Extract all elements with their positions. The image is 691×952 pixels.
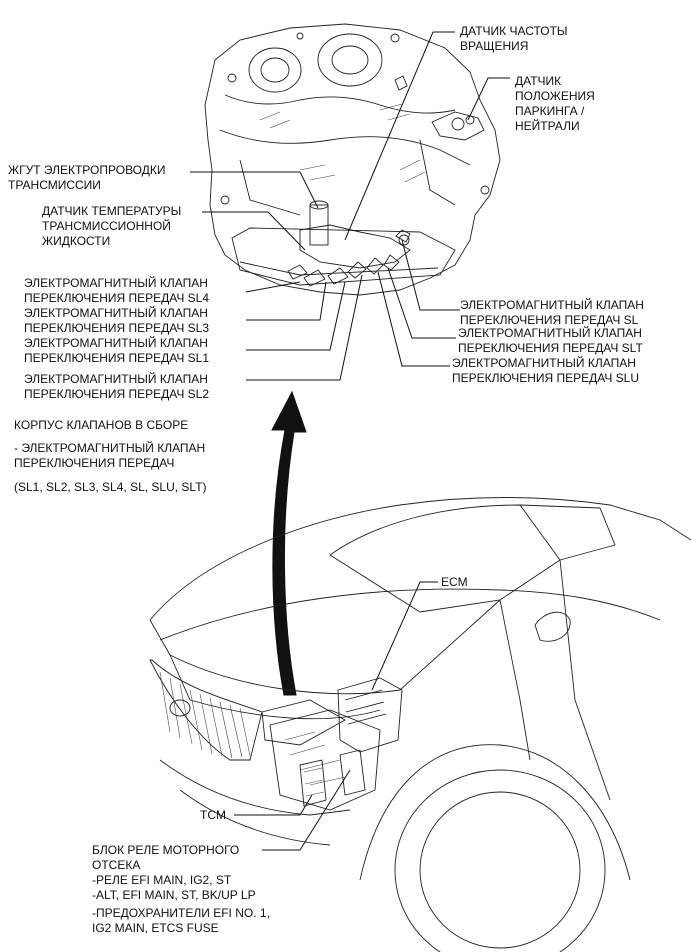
label-solenoid-sl: ЭЛЕКТРОМАГНИТНЫЙ КЛАПАН ПЕРЕКЛЮЧЕНИЯ ПЕР… [460,298,644,327]
label-fluid-temp-sensor: ДАТЧИК ТЕМПЕРАТУРЫ ТРАНСМИССИОННОЙ ЖИДКО… [42,204,182,248]
valve-body-item: - ЭЛЕКТРОМАГНИТНЫЙ КЛАПАН ПЕРЕКЛЮЧЕНИЯ П… [14,441,206,470]
label-solenoid-sl3: ЭЛЕКТРОМАГНИТНЫЙ КЛАПАН ПЕРЕКЛЮЧЕНИЯ ПЕР… [24,306,210,335]
valve-body-list: (SL1, SL2, SL3, SL4, SL, SLU, SLT) [14,480,207,494]
label-solenoid-slt: ЭЛЕКТРОМАГНИТНЫЙ КЛАПАН ПЕРЕКЛЮЧЕНИЯ ПЕР… [458,326,643,355]
label-ecm: ECM [441,575,468,589]
label-fuse-items: -ПРЕДОХРАНИТЕЛИ EFI NO. 1, IG2 MAIN, ETC… [92,906,270,935]
label-solenoid-sl1: ЭЛЕКТРОМАГНИТНЫЙ КЛАПАН ПЕРЕКЛЮЧЕНИЯ ПЕР… [24,336,210,365]
valve-body-title: КОРПУС КЛАПАНОВ В СБОРЕ [14,418,189,432]
suv-front-drawing [149,497,691,952]
transmission-drawing [204,23,501,296]
label-solenoid-sl2: ЭЛЕКТРОМАГНИТНЫЙ КЛАПАН ПЕРЕКЛЮЧЕНИЯ ПЕР… [24,372,210,401]
curved-up-arrow [271,390,307,696]
label-speed-sensor: ДАТЧИК ЧАСТОТЫ ВРАЩЕНИЯ [460,24,568,53]
label-relay-items: -РЕЛЕ EFI MAIN, IG2, ST -ALT, EFI MAIN, … [92,873,256,902]
transmission-leaders [190,31,510,381]
label-relay-block: БЛОК РЕЛЕ МОТОРНОГО ОТСЕКА [92,843,240,872]
vehicle-leaders [234,581,438,851]
label-solenoid-sl4: ЭЛЕКТРОМАГНИТНЫЙ КЛАПАН ПЕРЕКЛЮЧЕНИЯ ПЕР… [24,276,210,305]
label-tcm: TCM [200,808,226,822]
label-park-neutral-sensor: ДАТЧИК ПОЛОЖЕНИЯ ПАРКИНГА / НЕЙТРАЛИ [515,74,595,133]
label-wire-harness: ЖГУТ ЭЛЕКТРОПРОВОДКИ ТРАНСМИССИИ [8,163,166,192]
label-solenoid-slu: ЭЛЕКТРОМАГНИТНЫЙ КЛАПАН ПЕРЕКЛЮЧЕНИЯ ПЕР… [452,356,640,385]
